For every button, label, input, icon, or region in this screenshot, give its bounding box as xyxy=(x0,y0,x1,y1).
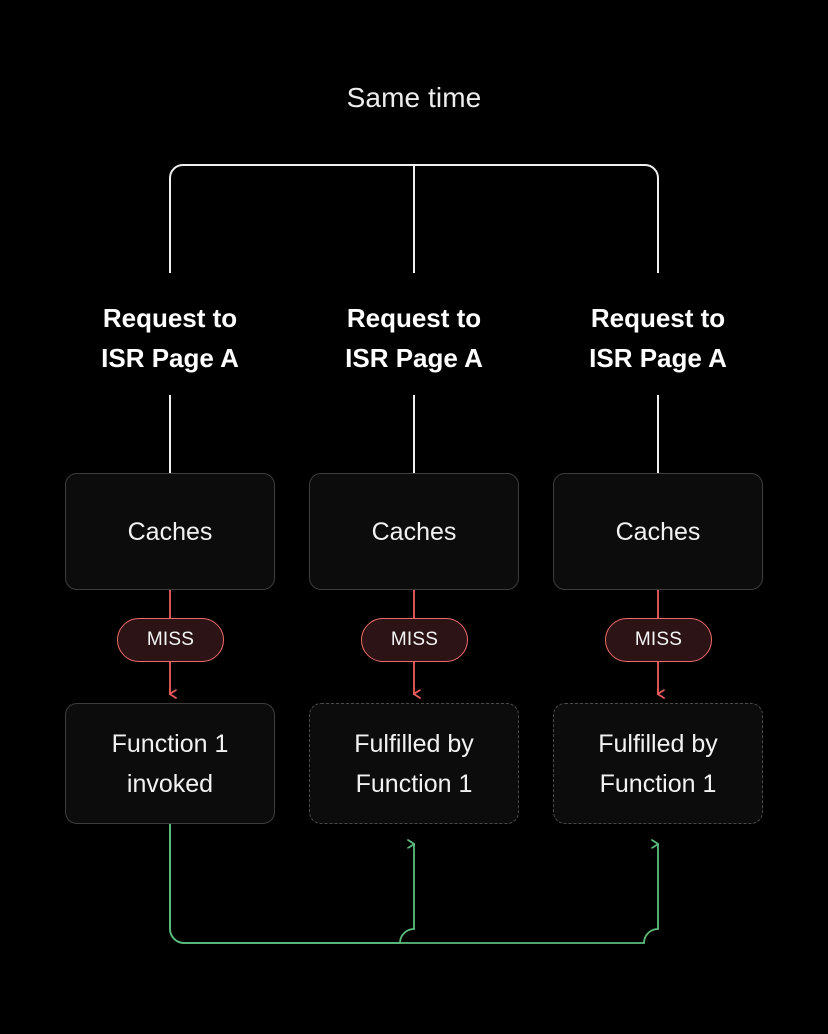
cache-status-badge-miss-3: MISS xyxy=(605,618,712,662)
result-node-fulfilled-2: Fulfilled by Function 1 xyxy=(309,703,519,824)
cache-to-miss-connectors xyxy=(169,590,659,619)
cache-node-1: Caches xyxy=(65,473,275,590)
cache-node-3: Caches xyxy=(553,473,763,590)
cache-node-2: Caches xyxy=(309,473,519,590)
cache-status-badge-miss-2: MISS xyxy=(361,618,468,662)
result-node-function-invoked: Function 1 invoked xyxy=(65,703,275,824)
column-heading-request-3: Request to ISR Page A xyxy=(589,303,727,373)
column-heading-request-1: Request to ISR Page A xyxy=(101,303,239,373)
heading-to-cache-connectors xyxy=(169,395,659,473)
result-node-fulfilled-3: Fulfilled by Function 1 xyxy=(553,703,763,824)
diagram-title: Same time xyxy=(346,82,482,113)
same-time-bracket xyxy=(169,164,659,273)
miss-to-result-arrows xyxy=(170,662,658,694)
function-fulfilment-routes xyxy=(169,824,658,944)
column-heading-request-2: Request to ISR Page A xyxy=(345,303,483,373)
cache-status-badge-miss-1: MISS xyxy=(117,618,224,662)
